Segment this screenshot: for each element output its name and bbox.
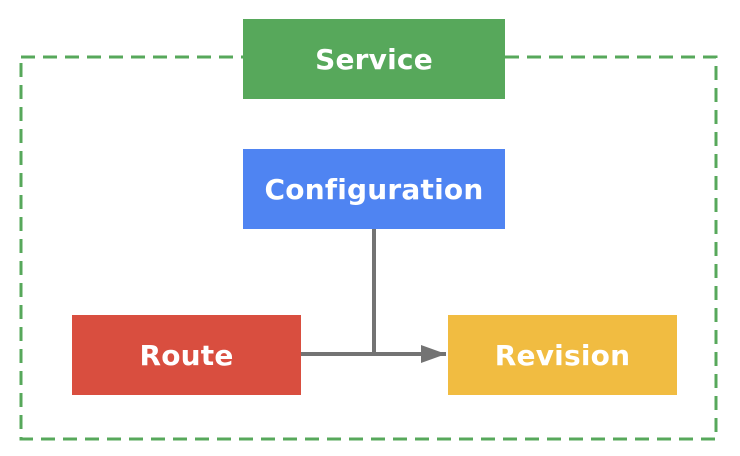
route-node: Route: [72, 315, 301, 395]
configuration-node: Configuration: [243, 149, 505, 229]
route-label: Route: [139, 338, 234, 372]
revision-label: Revision: [494, 338, 631, 372]
configuration-label: Configuration: [264, 172, 484, 206]
service-label: Service: [315, 42, 433, 76]
service-boundary: [19, 55, 718, 441]
revision-node: Revision: [448, 315, 677, 395]
service-node: Service: [243, 19, 505, 99]
arrow-head: [421, 345, 446, 363]
